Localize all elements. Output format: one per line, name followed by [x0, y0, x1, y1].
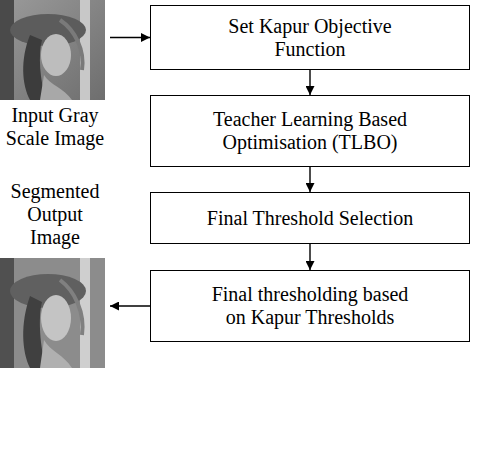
photo-ground [0, 258, 105, 368]
photo-shoulder [40, 340, 72, 368]
input-photo [0, 0, 105, 100]
output-photo [0, 258, 105, 368]
photo-shoulder [40, 75, 72, 100]
flow-arrow [309, 70, 310, 95]
flow-arrow [110, 37, 150, 38]
flow-arrow [309, 244, 310, 270]
step-label: Final thresholding based on Kapur Thresh… [205, 283, 415, 329]
step-label: Teacher Learning Based Optimisation (TLB… [200, 108, 420, 154]
image-caption: Segmented Output Image [0, 180, 110, 249]
flow-arrow [309, 167, 310, 192]
photo-feather [60, 20, 83, 70]
photo-feather [60, 280, 83, 335]
process-box: Teacher Learning Based Optimisation (TLB… [150, 95, 470, 167]
process-box: Final thresholding based on Kapur Thresh… [150, 270, 470, 342]
image-panel: Input Gray Scale Image [0, 0, 110, 160]
process-box: Final Threshold Selection [150, 192, 470, 244]
process-box: Set Kapur Objective Function [150, 5, 470, 70]
flow-arrow [110, 305, 150, 306]
photo-face [41, 295, 71, 341]
photo-ground [0, 0, 105, 100]
photo-frame [0, 258, 14, 368]
image-caption: Input Gray Scale Image [0, 104, 110, 150]
photo-frame [0, 0, 14, 100]
photo-face [41, 34, 71, 76]
step-label: Final Threshold Selection [207, 207, 413, 230]
step-label: Set Kapur Objective Function [210, 15, 410, 61]
image-panel: Segmented Output Image [0, 180, 110, 368]
